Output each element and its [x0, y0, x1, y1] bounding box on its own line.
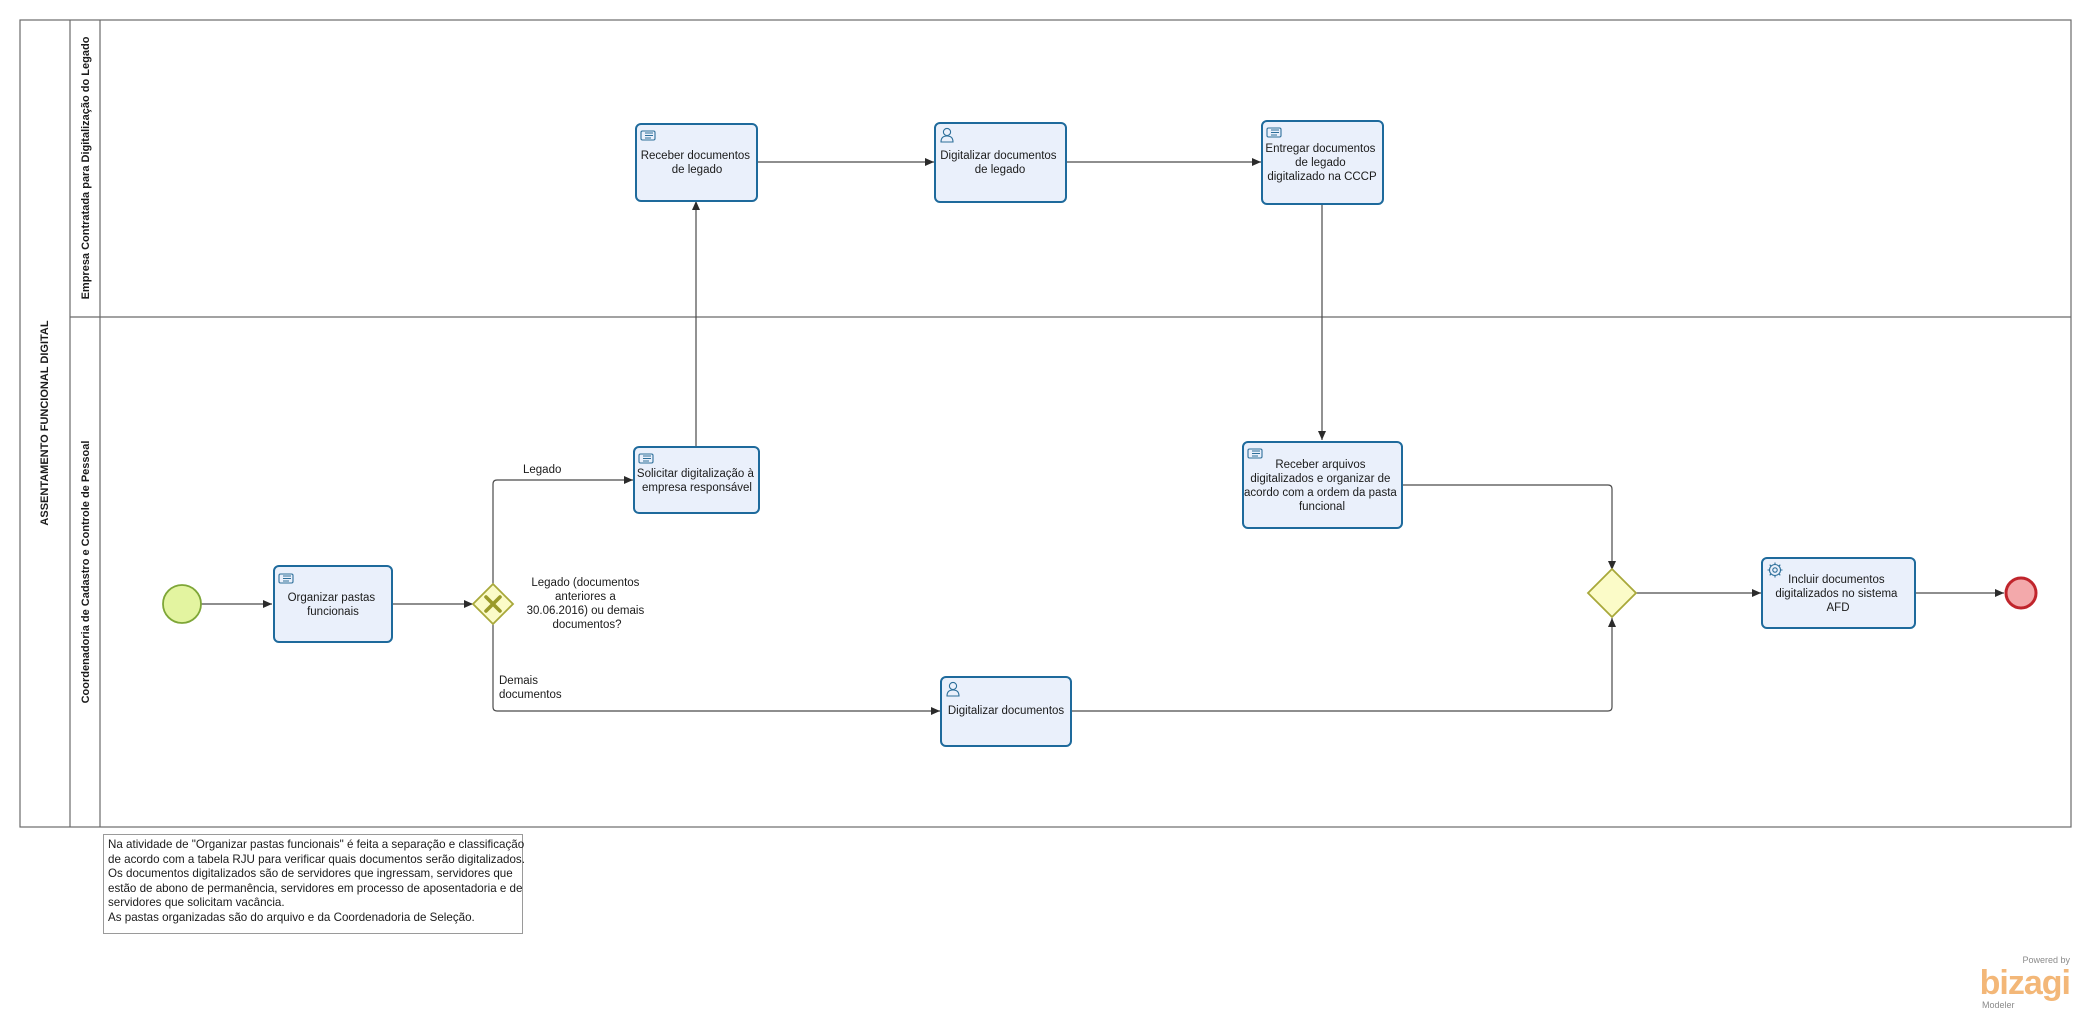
task-solicitar-line-1: Solicitar digitalização à — [637, 468, 755, 480]
flow-gateway-to-solicitar — [492, 476, 633, 584]
flow-label-demais: Demais documentos — [499, 675, 562, 701]
task-receber-documentos-legado[interactable]: Receber documentos de legado — [635, 123, 758, 202]
manual-task-icon — [640, 130, 656, 141]
svg-text:Receber documentos de le: Receber documentos de legado — [641, 150, 754, 176]
task-incluir-line-2: digitalizados no sistema — [1775, 588, 1898, 600]
gateway-split[interactable] — [471, 582, 515, 626]
exclusive-x-icon — [484, 595, 502, 613]
task-digitalizar-documentos[interactable]: Digitalizar documentos — [940, 676, 1072, 747]
annotation-line: Na atividade de "Organizar pastas funcio… — [108, 838, 525, 851]
annotation-line: de acordo com a tabela RJU para verifica… — [108, 852, 525, 866]
product-name: Modeler — [1982, 1000, 2015, 1010]
start-event[interactable] — [162, 584, 202, 624]
flow-digitalizar-to-merge — [1071, 618, 1616, 712]
task-entregar-line-3: digitalizado na CCCP — [1267, 171, 1377, 183]
task-receber-doc-line-1: Receber documentos — [641, 150, 751, 162]
svg-text:Entregar documentos de l: Entregar documentos de legado digitaliza… — [1265, 143, 1378, 183]
pool-title: ASSENTAMENTO FUNCIONAL DIGITAL — [39, 320, 51, 525]
task-receber-arq-line-2: digitalizados e organizar de — [1250, 473, 1390, 485]
svg-text:Solicitar digitalização à: Solicitar digitalização à empresa respon… — [637, 468, 757, 494]
svg-text:Receber arquivos digital: Receber arquivos digitalizados e organiz… — [1244, 459, 1400, 513]
task-receber-doc-line-2: de legado — [672, 164, 723, 176]
task-incluir-line-1: Incluir documentos — [1788, 574, 1885, 586]
flow-receber-arq-to-merge — [1402, 484, 1616, 570]
powered-by-text: Powered by — [2022, 955, 2070, 965]
end-event[interactable] — [2004, 576, 2038, 610]
svg-text:Organizar pastas funcion: Organizar pastas funcionais — [288, 592, 379, 618]
lane-label-empresa: Empresa Contratada para Digitalização do… — [80, 36, 92, 299]
manual-task-icon — [1266, 127, 1282, 138]
lane-label-coordenadoria: Coordenadoria de Cadastro e Controle de … — [80, 441, 92, 704]
user-task-icon — [940, 127, 954, 143]
svg-text:Incluir documentos digit: Incluir documentos digitalizados no sist… — [1775, 574, 1900, 614]
manual-task-icon — [278, 573, 294, 584]
task-digitalizar-legado-line-2: de legado — [975, 164, 1026, 176]
task-incluir-documentos[interactable]: Incluir documentos digitalizados no sist… — [1761, 557, 1916, 629]
task-organizar-line-2: funcionais — [307, 606, 359, 618]
manual-task-icon — [638, 453, 654, 464]
task-receber-arq-line-3: acordo com a ordem da pasta — [1244, 487, 1397, 499]
task-organizar-pastas[interactable]: Organizar pastas funcionais — [273, 565, 393, 643]
manual-task-icon — [1247, 448, 1263, 459]
gateway-merge[interactable] — [1586, 567, 1638, 619]
task-receber-arquivos[interactable]: Receber arquivos digitalizados e organiz… — [1242, 441, 1403, 529]
bizagi-logo: Powered by bizagi Modeler — [1970, 954, 2071, 1010]
flow-label-legado: Legado — [523, 464, 561, 476]
sequence-flows — [198, 158, 2004, 715]
flow-gateway-to-digitalizar — [492, 624, 940, 715]
service-task-icon — [1767, 562, 1783, 578]
svg-text:Digitalizar documentos d: Digitalizar documentos de legado — [940, 150, 1060, 176]
brand-name: bizagi — [1979, 964, 2071, 1002]
task-solicitar-digitalizacao[interactable]: Solicitar digitalização à empresa respon… — [633, 446, 760, 514]
task-solicitar-line-2: empresa responsável — [642, 482, 752, 494]
user-task-icon — [946, 681, 960, 697]
task-digitalizar-legado-line-1: Digitalizar documentos — [940, 150, 1057, 162]
task-entregar-line-1: Entregar documentos — [1265, 143, 1375, 155]
task-receber-arq-line-1: Receber arquivos — [1275, 459, 1365, 471]
task-receber-arq-line-4: funcional — [1299, 501, 1345, 513]
task-digitalizar-documentos-legado[interactable]: Digitalizar documentos de legado — [934, 122, 1067, 203]
annotation-line: servidores que solicitam vacância. — [108, 896, 285, 910]
task-entregar-line-2: de legado — [1295, 157, 1346, 169]
gateway-split-label: Legado (documentos anteriores a 30.06.20… — [527, 577, 648, 631]
annotation-line: As pastas organizadas são do arquivo e d… — [108, 910, 475, 924]
task-digitalizar-line-1: Digitalizar documentos — [948, 705, 1065, 717]
annotation-line: Os documentos digitalizados são de servi… — [108, 867, 513, 881]
task-entregar-documentos[interactable]: Entregar documentos de legado digitaliza… — [1261, 120, 1384, 205]
annotation-line: estão de abono de permanência, servidore… — [108, 881, 523, 895]
text-annotation: Na atividade de "Organizar pastas funcio… — [103, 834, 525, 934]
task-incluir-line-3: AFD — [1827, 602, 1850, 614]
task-organizar-line-1: Organizar pastas — [288, 592, 376, 604]
